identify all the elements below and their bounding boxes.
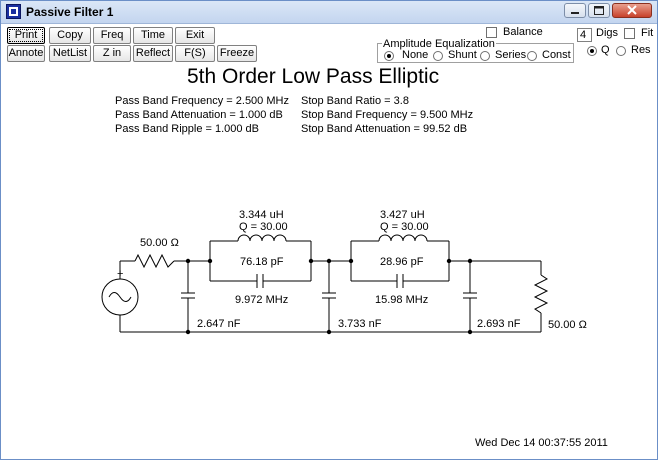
amp-eq-series-label: Series (495, 49, 527, 61)
capacitor-2-label: 28.96 pF (380, 256, 424, 268)
sine-wave-icon (108, 292, 132, 302)
amp-eq-const-radio[interactable] (527, 51, 537, 61)
netlist-button[interactable]: NetList (49, 45, 91, 62)
inductor-1-symbol (237, 234, 287, 242)
exit-button[interactable]: Exit (175, 27, 215, 44)
fs-button[interactable]: F(S) (175, 45, 215, 62)
close-button[interactable] (612, 3, 652, 18)
param-stop-band-attenuation: Stop Band Attenuation = 99.52 dB (301, 123, 468, 135)
minimize-button[interactable] (564, 3, 586, 18)
inductor-2-symbol (378, 234, 428, 242)
balance-checkbox[interactable] (486, 27, 497, 38)
shunt-cap-1-label: 2.647 nF (197, 318, 241, 330)
inductor-2-label: 3.427 uH (380, 209, 425, 221)
timestamp: Wed Dec 14 00:37:55 2011 (475, 437, 608, 449)
shunt-cap-3-label: 2.693 nF (477, 318, 521, 330)
title-bar[interactable]: Passive Filter 1 (1, 1, 657, 24)
param-pass-band-frequency: Pass Band Frequency = 2.500 MHz (115, 95, 289, 107)
amp-eq-none-label: None (402, 49, 429, 61)
copy-button[interactable]: Copy (49, 27, 91, 44)
reflect-button[interactable]: Reflect (133, 45, 173, 62)
inductor-1-label: 3.344 uH (239, 209, 284, 221)
q-radio[interactable] (587, 46, 597, 56)
source-plus-sign: + (117, 268, 123, 280)
fit-checkbox[interactable] (624, 28, 635, 39)
param-pass-band-ripple: Pass Band Ripple = 1.000 dB (115, 123, 260, 135)
balance-label: Balance (503, 26, 543, 38)
amp-eq-const-label: Const (542, 49, 571, 61)
freq-button[interactable]: Freq (93, 27, 131, 44)
source-minus-sign: - (118, 309, 122, 321)
load-resistor-label: 50.00 Ω (548, 319, 587, 331)
amp-eq-shunt-label: Shunt (448, 49, 477, 61)
minimize-icon (571, 12, 579, 14)
fit-label: Fit (641, 27, 654, 39)
filter-title: 5th Order Low Pass Elliptic (187, 65, 440, 88)
maximize-icon (594, 6, 604, 15)
annote-button[interactable]: Annote (7, 45, 45, 62)
digs-input[interactable]: 4 (577, 28, 592, 42)
window-title: Passive Filter 1 (26, 5, 114, 19)
amp-eq-none-radio[interactable] (384, 51, 394, 61)
freeze-button[interactable]: Freeze (217, 45, 257, 62)
print-button[interactable]: Print (7, 27, 45, 44)
close-icon (627, 5, 637, 15)
app-icon (6, 4, 21, 19)
amp-eq-series-radio[interactable] (480, 51, 490, 61)
source-resistor-label: 50.00 Ω (140, 237, 179, 249)
q-label: Q (601, 44, 610, 56)
param-stop-band-frequency: Stop Band Frequency = 9.500 MHz (301, 109, 474, 121)
res-label: Res (631, 44, 651, 56)
amplitude-equalization-label: Amplitude Equalization (382, 38, 496, 50)
resonance-2-label: 15.98 MHz (375, 294, 428, 306)
param-stop-band-ratio: Stop Band Ratio = 3.8 (301, 95, 409, 107)
resonance-1-label: 9.972 MHz (235, 294, 288, 306)
inductor-1-q-label: Q = 30.00 (239, 221, 288, 233)
res-radio[interactable] (616, 46, 626, 56)
capacitor-1-label: 76.18 pF (240, 256, 284, 268)
amp-eq-shunt-radio[interactable] (433, 51, 443, 61)
maximize-button[interactable] (588, 3, 610, 18)
shunt-cap-2-label: 3.733 nF (338, 318, 382, 330)
digs-label: Digs (596, 27, 619, 39)
param-pass-band-attenuation: Pass Band Attenuation = 1.000 dB (115, 109, 283, 121)
source-resistor-symbol (134, 253, 175, 269)
z-in-button[interactable]: Z in (93, 45, 131, 62)
time-button[interactable]: Time (133, 27, 173, 44)
load-resistor-symbol (533, 274, 549, 314)
inductor-2-q-label: Q = 30.00 (380, 221, 429, 233)
